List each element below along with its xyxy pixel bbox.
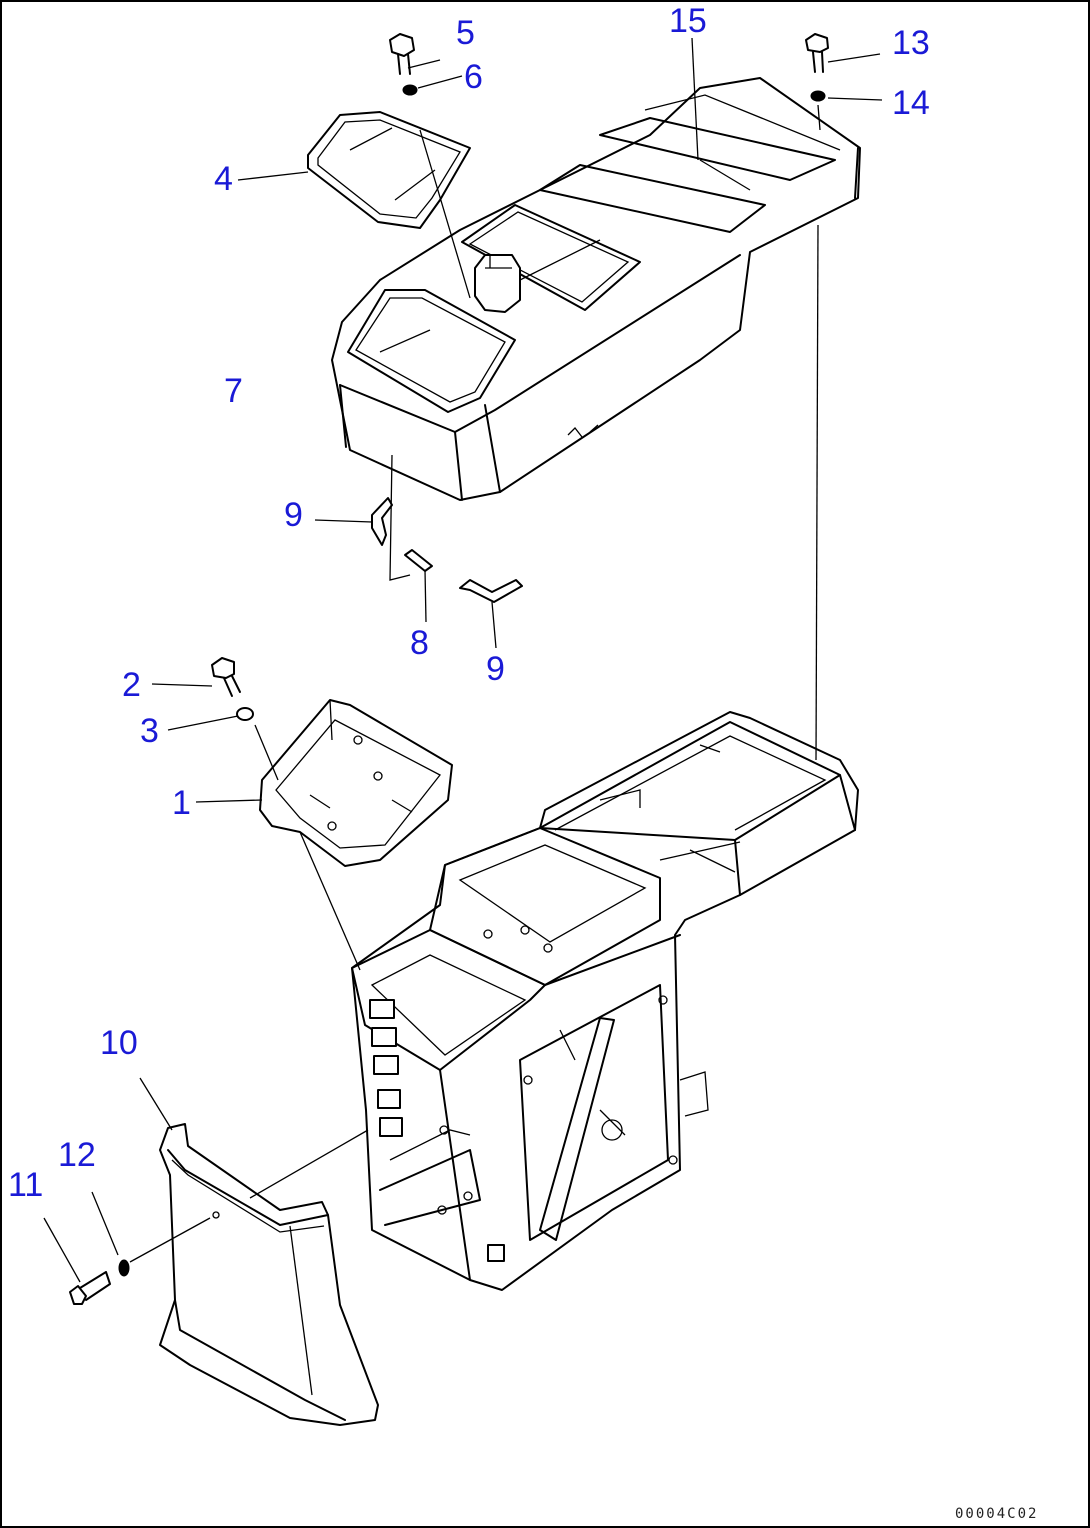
part-label-3: 3 (140, 712, 159, 750)
clip-9-upper (371, 497, 393, 546)
part-label-10: 10 (100, 1024, 138, 1062)
part-label-9-upper: 9 (284, 496, 303, 534)
part-label-12: 12 (58, 1136, 96, 1174)
console-stand-frame (351, 711, 859, 1291)
clip-9-lower (459, 579, 523, 603)
part-label-2: 2 (122, 666, 141, 704)
washer-14 (810, 90, 826, 102)
bolt-5 (389, 33, 415, 75)
front-cover (159, 1123, 379, 1426)
washer-3 (236, 707, 254, 721)
lid-plate (307, 111, 471, 229)
drawing-code: 00004C02 (955, 1506, 1039, 1522)
part-label-4: 4 (214, 160, 233, 198)
clip-8 (404, 549, 433, 572)
bolt-11 (69, 1271, 111, 1305)
part-label-13: 13 (892, 24, 930, 62)
bolt-13 (805, 33, 829, 73)
part-label-7: 7 (224, 372, 243, 410)
part-label-11: 11 (8, 1166, 44, 1204)
part-label-9-lower: 9 (486, 650, 505, 688)
bolt-2 (211, 657, 241, 697)
bracket-plate (259, 699, 453, 867)
part-label-8: 8 (410, 624, 429, 662)
part-label-1: 1 (172, 784, 191, 822)
console-cover (331, 77, 861, 501)
leader-lines (43, 37, 883, 1283)
washer-6 (402, 84, 418, 96)
washer-12 (118, 1259, 130, 1277)
part-label-14: 14 (892, 84, 930, 122)
part-label-6: 6 (464, 58, 483, 96)
part-label-15: 15 (669, 2, 707, 40)
part-label-5: 5 (456, 14, 475, 52)
